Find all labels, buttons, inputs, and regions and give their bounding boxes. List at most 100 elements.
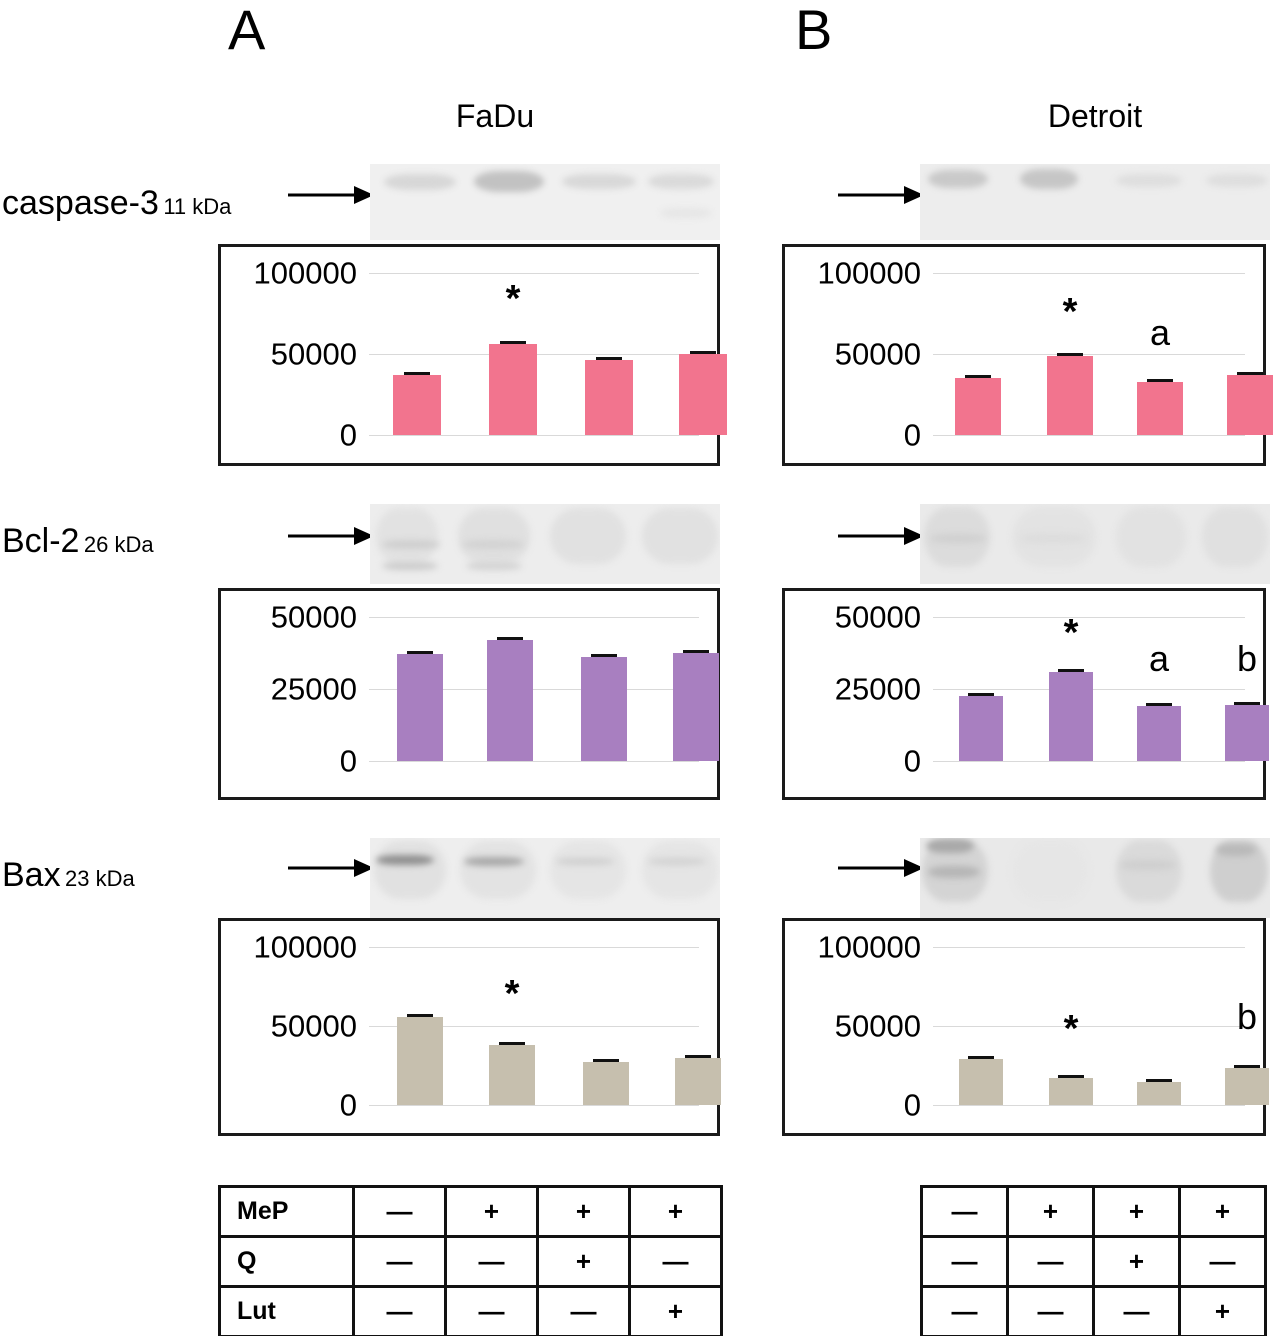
significance-marker: * (1063, 611, 1079, 654)
panel-letter-b: B (795, 0, 833, 61)
treatment-cell: — (1006, 1285, 1095, 1336)
table-row: Lut — — — + (218, 1285, 723, 1336)
protein-label-bcl2: Bcl-2 26 kDa (2, 524, 154, 558)
gridline-0: 0 (904, 420, 1245, 451)
bar-control (393, 375, 441, 435)
chart-fadu-bax: 100000 50000 0 * (218, 918, 721, 1136)
protein-label-bax: Bax 23 kDa (2, 858, 135, 892)
bar-mep (1049, 1078, 1093, 1105)
bar-mep-lut (675, 1058, 721, 1105)
gridline-100000: 100000 (818, 258, 1245, 289)
treatment-cell: — (1178, 1235, 1267, 1288)
gridline-50000: 50000 (835, 602, 1245, 633)
table-row: Q — — + — (218, 1235, 723, 1288)
treatment-cell: + (1006, 1185, 1095, 1238)
cellline-title-fadu: FaDu (455, 98, 535, 134)
protein-name: Bax (2, 856, 61, 894)
bar-mep (1049, 671, 1093, 761)
ytick-label: 100000 (817, 255, 921, 291)
treatment-cell: + (628, 1285, 723, 1336)
ytick-label: 0 (903, 743, 921, 779)
bar-mep-lut (1225, 704, 1269, 761)
treatment-cell: + (628, 1185, 723, 1238)
significance-marker: * (1063, 1008, 1079, 1051)
gridline-50000: 50000 (271, 1011, 699, 1042)
treatment-table-fadu: MeP — + + + Q — — + — Lut — — — + (218, 1185, 723, 1336)
ytick-label: 50000 (270, 336, 357, 372)
treatment-cell: — (920, 1185, 1009, 1238)
chart-detroit-bcl2: 50000 25000 0 * (782, 588, 1269, 800)
blot-image-caspase3-fadu (370, 164, 720, 240)
ytick-label: 50000 (834, 336, 921, 372)
gridline-0: 0 (904, 746, 1245, 777)
treatment-cell: — (628, 1235, 723, 1288)
gridline-100000: 100000 (818, 932, 1245, 963)
treatment-cell: — (920, 1285, 1009, 1336)
panel-letter-a: A (228, 0, 266, 61)
table-row: — + + + (920, 1185, 1267, 1238)
gridline-25000: 25000 (271, 674, 699, 705)
treatment-cell: + (1178, 1185, 1267, 1238)
blot-image-caspase3-detroit (920, 164, 1270, 240)
bar-mep-q (1137, 1082, 1181, 1105)
gridline-0: 0 (340, 746, 699, 777)
gridline-50000: 50000 (271, 602, 699, 633)
ytick-label: 50000 (834, 1008, 921, 1044)
band-pointer-arrow-bax-fadu (288, 859, 374, 877)
treatment-cell: + (1092, 1235, 1181, 1288)
significance-marker: * (504, 973, 520, 1016)
treatment-cell: — (444, 1235, 539, 1288)
bar-mep-lut (1225, 1067, 1269, 1105)
band-pointer-arrow-caspase3-detroit (838, 186, 924, 204)
treatment-cell: — (920, 1235, 1009, 1288)
ytick-label: 0 (903, 1087, 921, 1123)
gridline-100000: 100000 (254, 932, 699, 963)
blot-image-bax-detroit (920, 838, 1270, 918)
gridline-100000: 100000 (254, 258, 699, 289)
treatment-cell: — (1006, 1235, 1095, 1288)
band-pointer-arrow-caspase3-fadu (288, 186, 374, 204)
treatment-cell: + (536, 1235, 631, 1288)
ytick-label: 100000 (817, 929, 921, 965)
gridline-50000: 50000 (835, 1011, 1245, 1042)
treatment-cell: + (1092, 1185, 1181, 1238)
treatment-cell: — (1092, 1285, 1181, 1336)
bar-control (955, 378, 1001, 435)
significance-marker: b (1236, 638, 1258, 680)
treatment-cell: — (352, 1185, 447, 1238)
chart-fadu-bcl2: 50000 25000 0 (218, 588, 720, 800)
significance-marker: a (1149, 311, 1171, 353)
bar-mep (1047, 356, 1093, 435)
band-pointer-arrow-bcl2-detroit (838, 527, 924, 545)
blot-image-bax-fadu (370, 838, 720, 918)
bar-mep (489, 1044, 535, 1105)
treatment-cell: + (444, 1185, 539, 1238)
protein-label-caspase3: caspase-3 11 kDa (2, 186, 231, 220)
bar-mep-lut (673, 653, 719, 761)
ytick-label: 0 (903, 417, 921, 453)
ytick-label: 100000 (253, 929, 357, 965)
bar-control (959, 696, 1003, 761)
ytick-label: 25000 (270, 671, 357, 707)
table-row: — — — + (920, 1285, 1267, 1336)
treatment-table-detroit: — + + + — — + — — — — + (920, 1185, 1267, 1336)
blot-image-bcl2-detroit (920, 504, 1270, 584)
table-row: — — + — (920, 1235, 1267, 1288)
gridline-0: 0 (904, 1090, 1245, 1121)
ytick-label: 100000 (253, 255, 357, 291)
blot-image-bcl2-fadu (370, 504, 720, 584)
chart-fadu-caspase3: 100000 50000 0 * (218, 244, 727, 466)
bar-control (397, 1016, 443, 1105)
chart-detroit-caspase3: 100000 50000 0 * (782, 244, 1273, 466)
protein-mw: 26 kDa (83, 532, 154, 557)
bar-mep-q (583, 1062, 629, 1105)
protein-name: Bcl-2 (2, 522, 80, 560)
bar-mep-lut (679, 354, 727, 435)
bar-mep-q (581, 657, 627, 761)
ytick-label: 50000 (834, 599, 921, 635)
protein-name: caspase-3 (2, 184, 159, 222)
treatment-cell: + (1178, 1285, 1267, 1336)
ytick-label: 25000 (834, 671, 921, 707)
ytick-label: 50000 (270, 1008, 357, 1044)
